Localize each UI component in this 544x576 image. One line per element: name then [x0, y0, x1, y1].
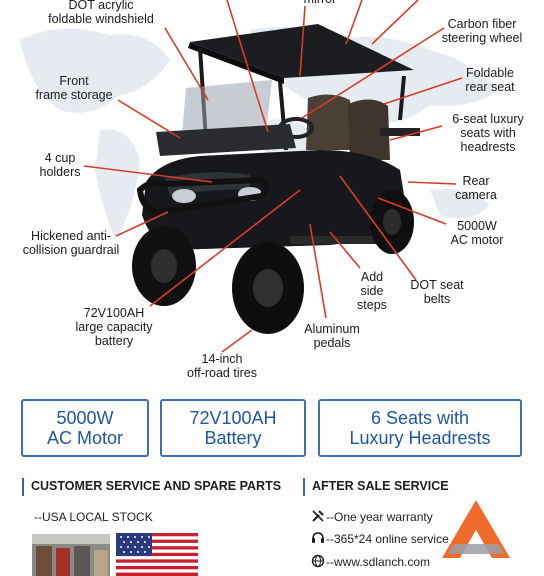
feature-motor-line2: AC Motor	[46, 428, 124, 448]
callout-steering-line2: steering wheel	[441, 31, 523, 45]
website-link[interactable]: --www.sdlanch.com	[326, 555, 431, 569]
feature-seats-line2: Luxury Headrests	[349, 428, 491, 448]
callout-battery-line1: 72V100AH	[83, 306, 145, 320]
callout-guardrail-line1: Hickened anti-	[31, 229, 111, 243]
golf-cart-image	[83, 0, 463, 353]
feature-box-seats: 6 Seats with Luxury Headrests	[318, 399, 522, 457]
online-service-text: --365*24 online service	[326, 532, 449, 546]
callout-tires: 14-inch off-road tires	[172, 352, 272, 380]
callout-battery: 72V100AH large capacity battery	[64, 306, 164, 348]
callout-windshield-line2: foldable windshield	[48, 12, 154, 26]
callout-pedals-line2: pedals	[313, 336, 351, 350]
feature-battery-line2: Battery	[204, 428, 262, 448]
callout-guardrail: Hickened anti- collision guardrail	[14, 229, 128, 257]
headset-icon	[312, 532, 324, 543]
callout-mirror-line1: mirror	[290, 0, 350, 6]
callout-steering: Carbon fiber steering wheel	[430, 17, 534, 45]
warehouse-photo	[32, 534, 110, 576]
callout-storage-line1: Front	[59, 74, 89, 88]
callout-pedals-line1: Aluminum	[304, 322, 360, 336]
callout-rear-seat-line1: Foldable	[466, 66, 514, 80]
feature-callouts: DOT acrylic foldable windshield mirror C…	[14, 0, 536, 380]
wrench-icon	[312, 510, 324, 522]
usa-stock-label: --USA LOCAL STOCK	[34, 510, 153, 524]
callout-rear-seat-line2: rear seat	[465, 80, 515, 94]
callout-tires-line1: 14-inch	[201, 352, 243, 366]
callout-motor-line1: 5000W	[457, 219, 497, 233]
callout-belts-line2: belts	[423, 292, 451, 306]
callout-seats: 6-seat luxury seats with headrests	[440, 112, 536, 154]
callout-cup-holders-line1: 4 cup	[44, 151, 76, 165]
callout-battery-line3: battery	[94, 334, 134, 348]
callout-storage: Front frame storage	[24, 74, 124, 102]
callout-pedals: Aluminum pedals	[298, 322, 366, 350]
callout-tires-line2: off-road tires	[187, 366, 257, 380]
callout-cup-holders-line2: holders	[39, 165, 81, 179]
front-guardrail	[136, 176, 269, 216]
callout-steps-line1: Add	[360, 270, 384, 284]
callout-rear-camera-line2: camera	[455, 188, 497, 202]
callout-rear-camera-line1: Rear	[462, 174, 490, 188]
callout-cup-holders: 4 cup holders	[30, 151, 90, 179]
callout-steps-line3: steps	[357, 298, 387, 312]
callout-rear-camera: Rear camera	[448, 174, 504, 202]
callout-seats-line1: 6-seat luxury	[452, 112, 524, 126]
feature-box-motor: 5000W AC Motor	[21, 399, 149, 457]
callout-belts-line1: DOT seat	[410, 278, 464, 292]
wheels	[132, 190, 414, 334]
feature-motor-line1: 5000W	[56, 408, 114, 428]
callout-battery-line2: large capacity	[75, 320, 153, 334]
brand-logo	[442, 500, 510, 558]
globe-icon	[311, 554, 325, 568]
callout-motor-line2: AC motor	[450, 233, 504, 247]
warranty-text: --One year warranty	[326, 510, 433, 524]
after-sale-title: AFTER SALE SERVICE	[303, 478, 449, 496]
callout-belts: DOT seat belts	[404, 278, 470, 306]
feature-battery-line1: 72V100AH	[189, 408, 277, 428]
callout-storage-line2: frame storage	[35, 88, 113, 102]
callout-steering-line1: Carbon fiber	[447, 17, 517, 31]
usa-flag-icon	[116, 533, 198, 576]
callout-windshield: DOT acrylic foldable windshield	[38, 0, 164, 26]
customer-service-title: CUSTOMER SERVICE AND SPARE PARTS	[22, 478, 281, 496]
callout-motor: 5000W AC motor	[444, 219, 510, 247]
callout-steps: Add side steps	[350, 270, 394, 312]
callout-guardrail-line2: collision guardrail	[22, 243, 120, 257]
callout-windshield-line1: DOT acrylic	[68, 0, 134, 12]
callout-steps-line2: side	[360, 284, 384, 298]
feature-seats-line1: 6 Seats with	[370, 408, 470, 428]
callout-rear-seat: Foldable rear seat	[456, 66, 524, 94]
feature-box-battery: 72V100AH Battery	[160, 399, 306, 457]
callout-mirror: mirror	[290, 0, 350, 6]
callout-seats-line3: headrests	[460, 140, 516, 154]
callout-seats-line2: seats with	[460, 126, 516, 140]
